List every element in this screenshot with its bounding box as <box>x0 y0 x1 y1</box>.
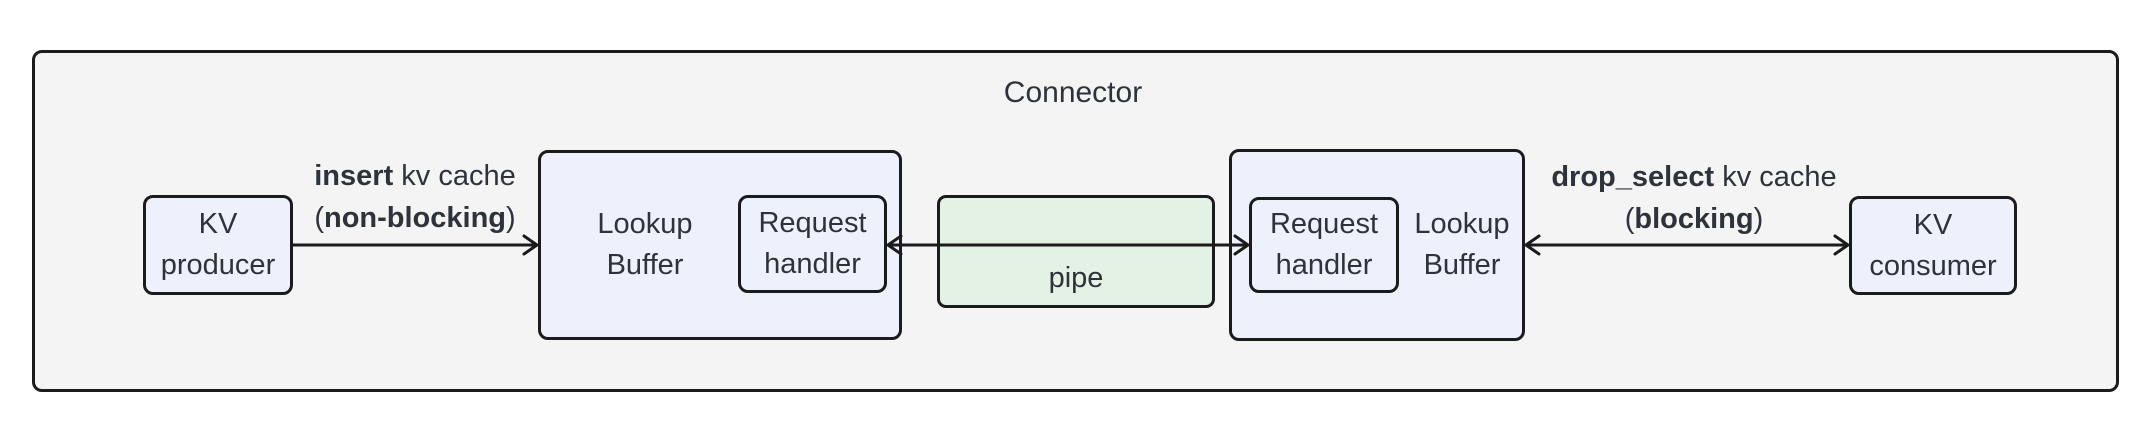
lookup-buffer-right-line2: Buffer <box>1423 249 1501 281</box>
drop-select-label-close-paren: ) <box>1753 203 1764 235</box>
request-handler-left-line1: Request <box>758 207 867 239</box>
insert-label-rest: kv cache <box>393 160 516 192</box>
lookup-buffer-left-label: Lookup Buffer <box>545 150 745 340</box>
lookup-buffer-left-line2: Buffer <box>606 249 684 281</box>
insert-label-close-paren: ) <box>506 202 516 234</box>
kv-producer-label-line1: KV <box>198 208 238 240</box>
insert-arrow-label: insert kv cache (non-blocking) <box>240 155 590 239</box>
lookup-buffer-right-line1: Lookup <box>1414 208 1510 240</box>
lookup-buffer-right-label: Lookup Buffer <box>1399 149 1525 341</box>
insert-label-bold2: non-blocking <box>323 202 507 234</box>
pipe-label: pipe <box>1048 262 1104 294</box>
insert-label-bold: insert <box>314 160 394 192</box>
request-handler-left-line2: handler <box>764 248 861 280</box>
request-handler-right-line2: handler <box>1275 249 1373 281</box>
drop-select-label-open-paren: ( <box>1624 203 1635 235</box>
drop-select-label-line2: (blocking) <box>1519 198 1869 240</box>
drop-select-label-line1: drop_select kv cache <box>1519 156 1869 198</box>
drop-select-label-bold2: blocking <box>1634 203 1754 235</box>
node-request-handler-right: Request handler <box>1249 197 1399 293</box>
connector-title: Connector <box>1003 76 1143 109</box>
kv-consumer-label-line1: KV <box>1913 208 1953 241</box>
drop-select-arrow-label: drop_select kv cache (blocking) <box>1519 156 1869 240</box>
kv-producer-label-line2: producer <box>160 249 276 281</box>
lookup-buffer-left-line1: Lookup <box>597 208 693 240</box>
node-pipe <box>937 195 1215 308</box>
drop-select-label-rest: kv cache <box>1714 161 1837 193</box>
insert-label-line2: (non-blocking) <box>240 197 590 239</box>
insert-label-line1: insert kv cache <box>240 155 590 197</box>
kv-consumer-label-line2: consumer <box>1869 249 1997 282</box>
insert-label-open-paren: ( <box>314 202 324 234</box>
drop-select-label-bold: drop_select <box>1551 161 1715 193</box>
request-handler-right-line1: Request <box>1269 208 1378 240</box>
node-kv-producer: KV producer <box>143 195 293 295</box>
node-kv-consumer: KV consumer <box>1849 196 2017 295</box>
node-request-handler-left: Request handler <box>738 195 887 293</box>
